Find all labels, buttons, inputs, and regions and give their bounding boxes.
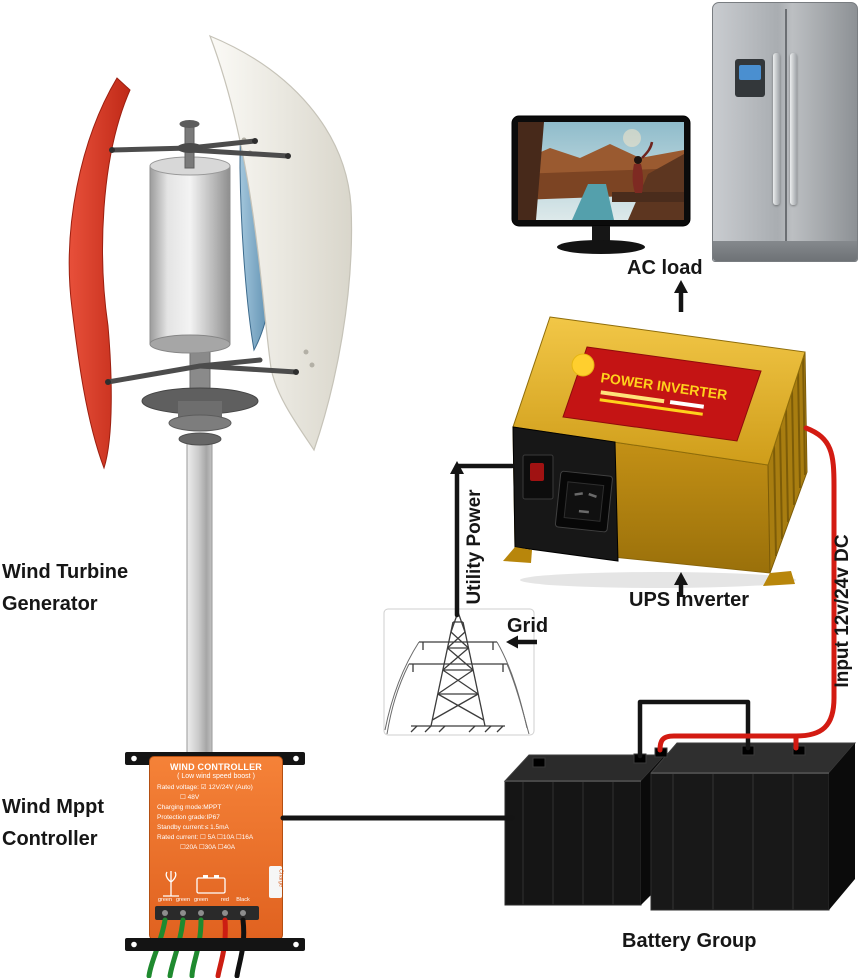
tv-person-silhouette <box>632 141 654 193</box>
fridge <box>712 2 858 262</box>
terminal-label: Black <box>236 897 250 903</box>
inverter-power-switch <box>530 463 544 481</box>
tv-stand-neck <box>592 226 610 241</box>
controller-wire-green <box>189 917 204 978</box>
tv-stand-base <box>557 240 645 254</box>
label-ups-inverter: UPS Inverter <box>629 589 750 611</box>
label-utility-power: Utility Power <box>464 489 485 605</box>
power-lines <box>384 641 530 735</box>
fridge-left-handle <box>773 53 780 205</box>
ups-inverter-unit: POWER INVERTER <box>503 316 808 588</box>
controller-bracket-bottom <box>125 938 305 951</box>
terminal-label: green <box>175 897 191 903</box>
transmission-tower <box>409 608 507 733</box>
label-ac-load: AC load <box>627 257 703 279</box>
inverter-ac-socket <box>554 470 613 533</box>
label-mppt-line1: Wind Mppt <box>2 796 105 818</box>
turbine-blade-white <box>208 34 353 452</box>
inverter-sticker: POWER INVERTER <box>562 346 762 442</box>
label-mppt-line2: Controller <box>2 828 98 850</box>
turbine-arm-bolts <box>105 138 299 385</box>
controller-spec-line: ☐20A ☐30A ☐40A <box>180 844 236 851</box>
battery-2 <box>649 742 857 911</box>
label-grid: Grid <box>507 615 549 637</box>
turbine-lower-hub <box>141 339 259 446</box>
battery-2-terminal <box>792 745 806 756</box>
controller-subtitle: ( Low wind speed boost ) <box>177 773 255 780</box>
controller-terminal-strip <box>155 906 259 920</box>
controller-spec-line: Rated current: ☐ 5A ☐10A ☐16A <box>157 834 254 841</box>
fridge-door-split <box>785 9 787 243</box>
tv-ac-load <box>511 115 691 254</box>
controller-spec-line: Protection grade:IP67 <box>157 814 220 821</box>
terminal-label: green <box>193 897 209 903</box>
turbine-generator-body <box>149 156 231 354</box>
turbine-blade-red <box>68 77 131 470</box>
controller-turbine-icon <box>163 871 179 897</box>
label-wind-turbine-line2: Generator <box>2 593 98 615</box>
controller-terminals-and-wires: Charge <box>125 866 305 978</box>
tv-screen-canyon-scene <box>518 122 684 220</box>
controller-spec-line: Standby current:≤ 1.5mA <box>157 824 229 831</box>
controller-spec-line: Charging mode:MPPT <box>157 804 222 811</box>
terminal-label: red <box>221 897 229 903</box>
battery-1-terminal <box>532 757 546 768</box>
fridge-base <box>713 241 857 261</box>
battery-1 <box>503 753 667 906</box>
controller-title: WIND CONTROLLER <box>170 762 262 772</box>
label-wind-turbine-line1: Wind Turbine <box>2 561 129 583</box>
label-input-dc: Input 12v/24v DC <box>832 534 853 688</box>
terminal-label: green <box>157 897 173 903</box>
controller-battery-icon <box>196 875 226 894</box>
controller-wire-green <box>167 917 186 978</box>
controller-spec-line: Rated voltage: ☑ 12V/24V (Auto) <box>157 784 253 791</box>
turbine-pole <box>186 437 213 775</box>
fridge-right-handle <box>790 53 797 205</box>
controller-charge-label: Charge <box>278 869 284 887</box>
battery-2-terminal <box>654 747 668 758</box>
wind-turbine-illustration <box>68 34 353 775</box>
inverter-outlet-panel <box>512 426 619 562</box>
battery-group-illustration <box>503 742 857 911</box>
controller-wire-red <box>215 917 228 978</box>
inverter-flange-left <box>503 547 532 563</box>
controller-spec-line: ☐ 48V <box>180 794 200 801</box>
label-battery-group: Battery Group <box>622 930 757 952</box>
battery-2-terminal <box>741 745 755 756</box>
fridge-display-screen <box>739 65 761 80</box>
controller-charge-tab: Charge <box>269 866 284 898</box>
controller-wire-black <box>234 917 247 978</box>
battery-1-terminal <box>633 753 647 764</box>
fridge-display-panel <box>735 59 765 97</box>
wind-mppt-controller: WIND CONTROLLER ( Low wind speed boost )… <box>125 748 305 978</box>
